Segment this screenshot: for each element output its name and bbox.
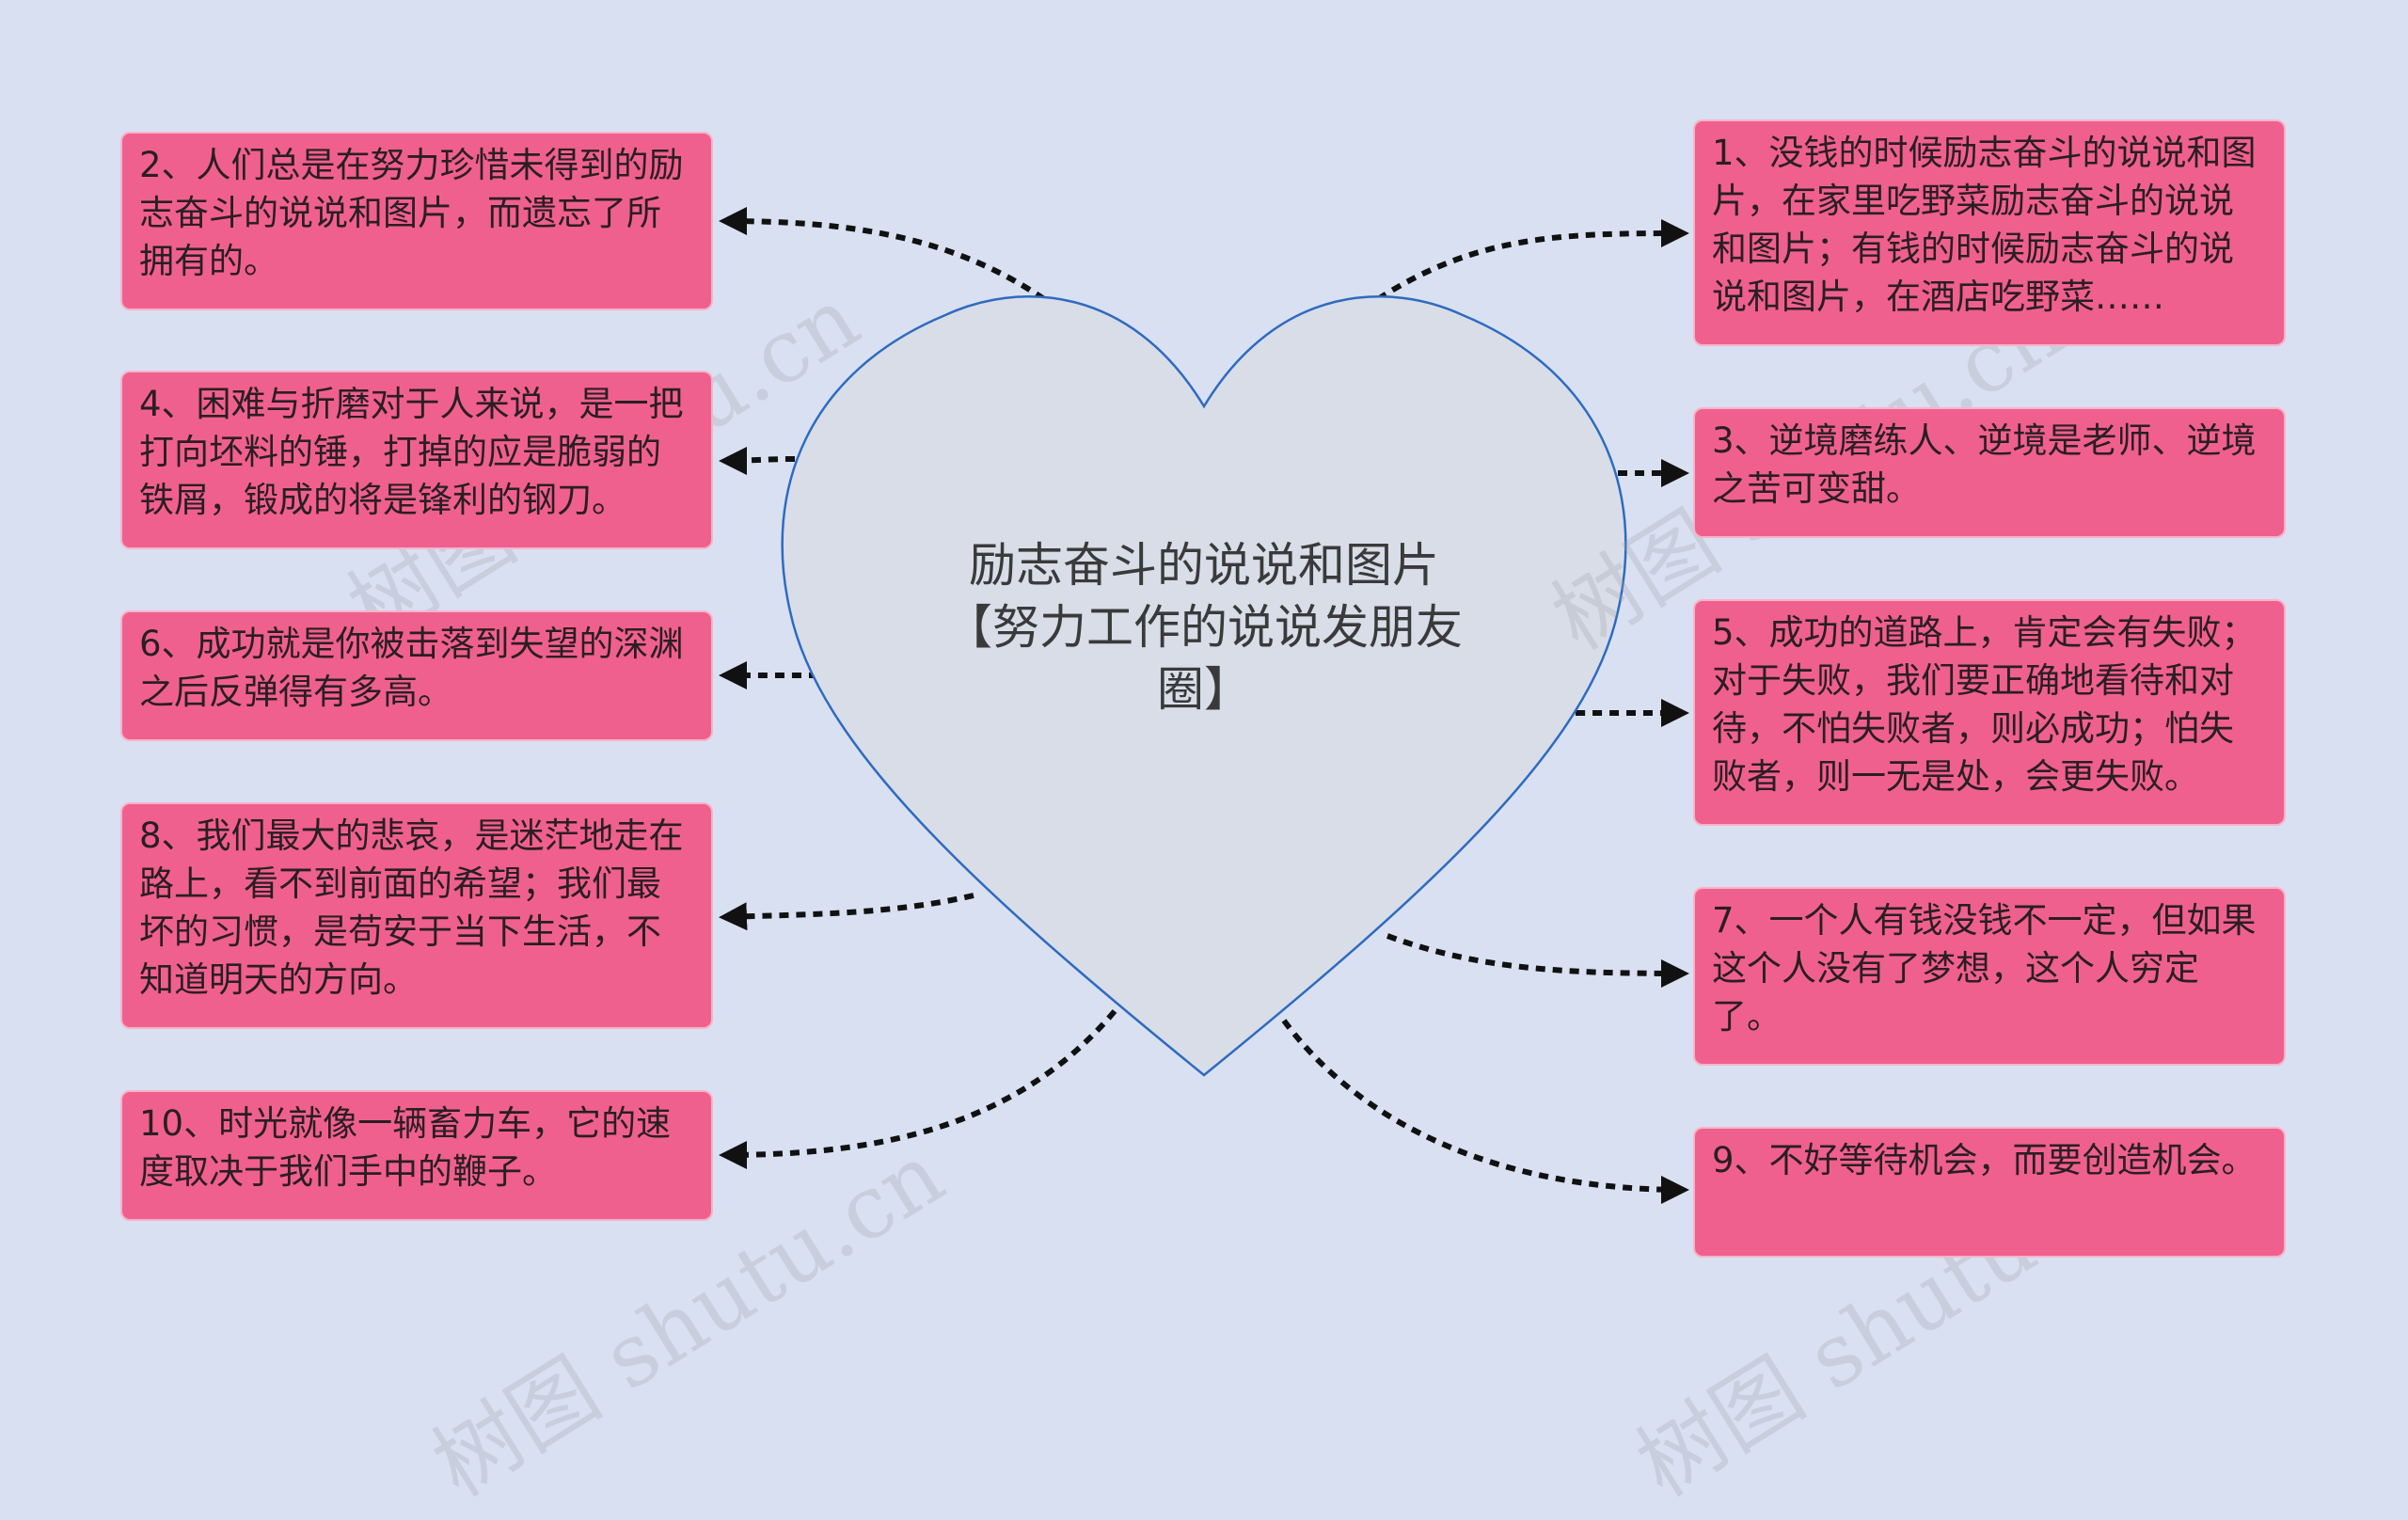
- branch-node-3[interactable]: 3、逆境磨练人、逆境是老师、逆境之苦可变甜。: [1693, 407, 2286, 538]
- connector-node-7: [1386, 933, 1689, 988]
- connector-node-1: [1376, 219, 1689, 302]
- branch-node-7[interactable]: 7、一个人有钱没钱不一定，但如果这个人没有了梦想，这个人穷定了。: [1693, 887, 2286, 1066]
- branch-node-4[interactable]: 4、困难与折磨对于人来说，是一把打向坯料的锤，打掉的应是脆弱的铁屑，锻成的将是锋…: [120, 371, 713, 549]
- connector-layer: [719, 207, 1689, 1204]
- connector-node-8: [719, 893, 974, 931]
- branch-node-6[interactable]: 6、成功就是你被击落到失望的深渊之后反弹得有多高。: [120, 610, 713, 741]
- branch-node-9[interactable]: 9、不好等待机会，而要创造机会。: [1693, 1127, 2286, 1258]
- branch-node-5[interactable]: 5、成功的道路上，肯定会有失败；对于失败，我们要正确地看待和对待，不怕失败者，则…: [1693, 599, 2286, 826]
- central-topic[interactable]: 励志奋斗的说说和图片【努力工作的说说发朋友圈】: [945, 538, 1463, 717]
- branch-node-8[interactable]: 8、我们最大的悲哀，是迷茫地走在路上，看不到前面的希望；我们最坏的习惯，是苟安于…: [120, 802, 713, 1029]
- heart-shape: [781, 295, 1627, 1077]
- branch-node-10[interactable]: 10、时光就像一辆畜力车，它的速度取决于我们手中的鞭子。: [120, 1090, 713, 1221]
- connector-node-10: [719, 1009, 1117, 1169]
- branch-node-1[interactable]: 1、没钱的时候励志奋斗的说说和图片，在家里吃野菜励志奋斗的说说和图片；有钱的时候…: [1693, 119, 2286, 346]
- connector-node-4: [719, 446, 796, 475]
- connector-node-9: [1281, 1019, 1689, 1204]
- branch-node-2[interactable]: 2、人们总是在努力珍惜未得到的励志奋斗的说说和图片，而遗忘了所拥有的。: [120, 132, 713, 310]
